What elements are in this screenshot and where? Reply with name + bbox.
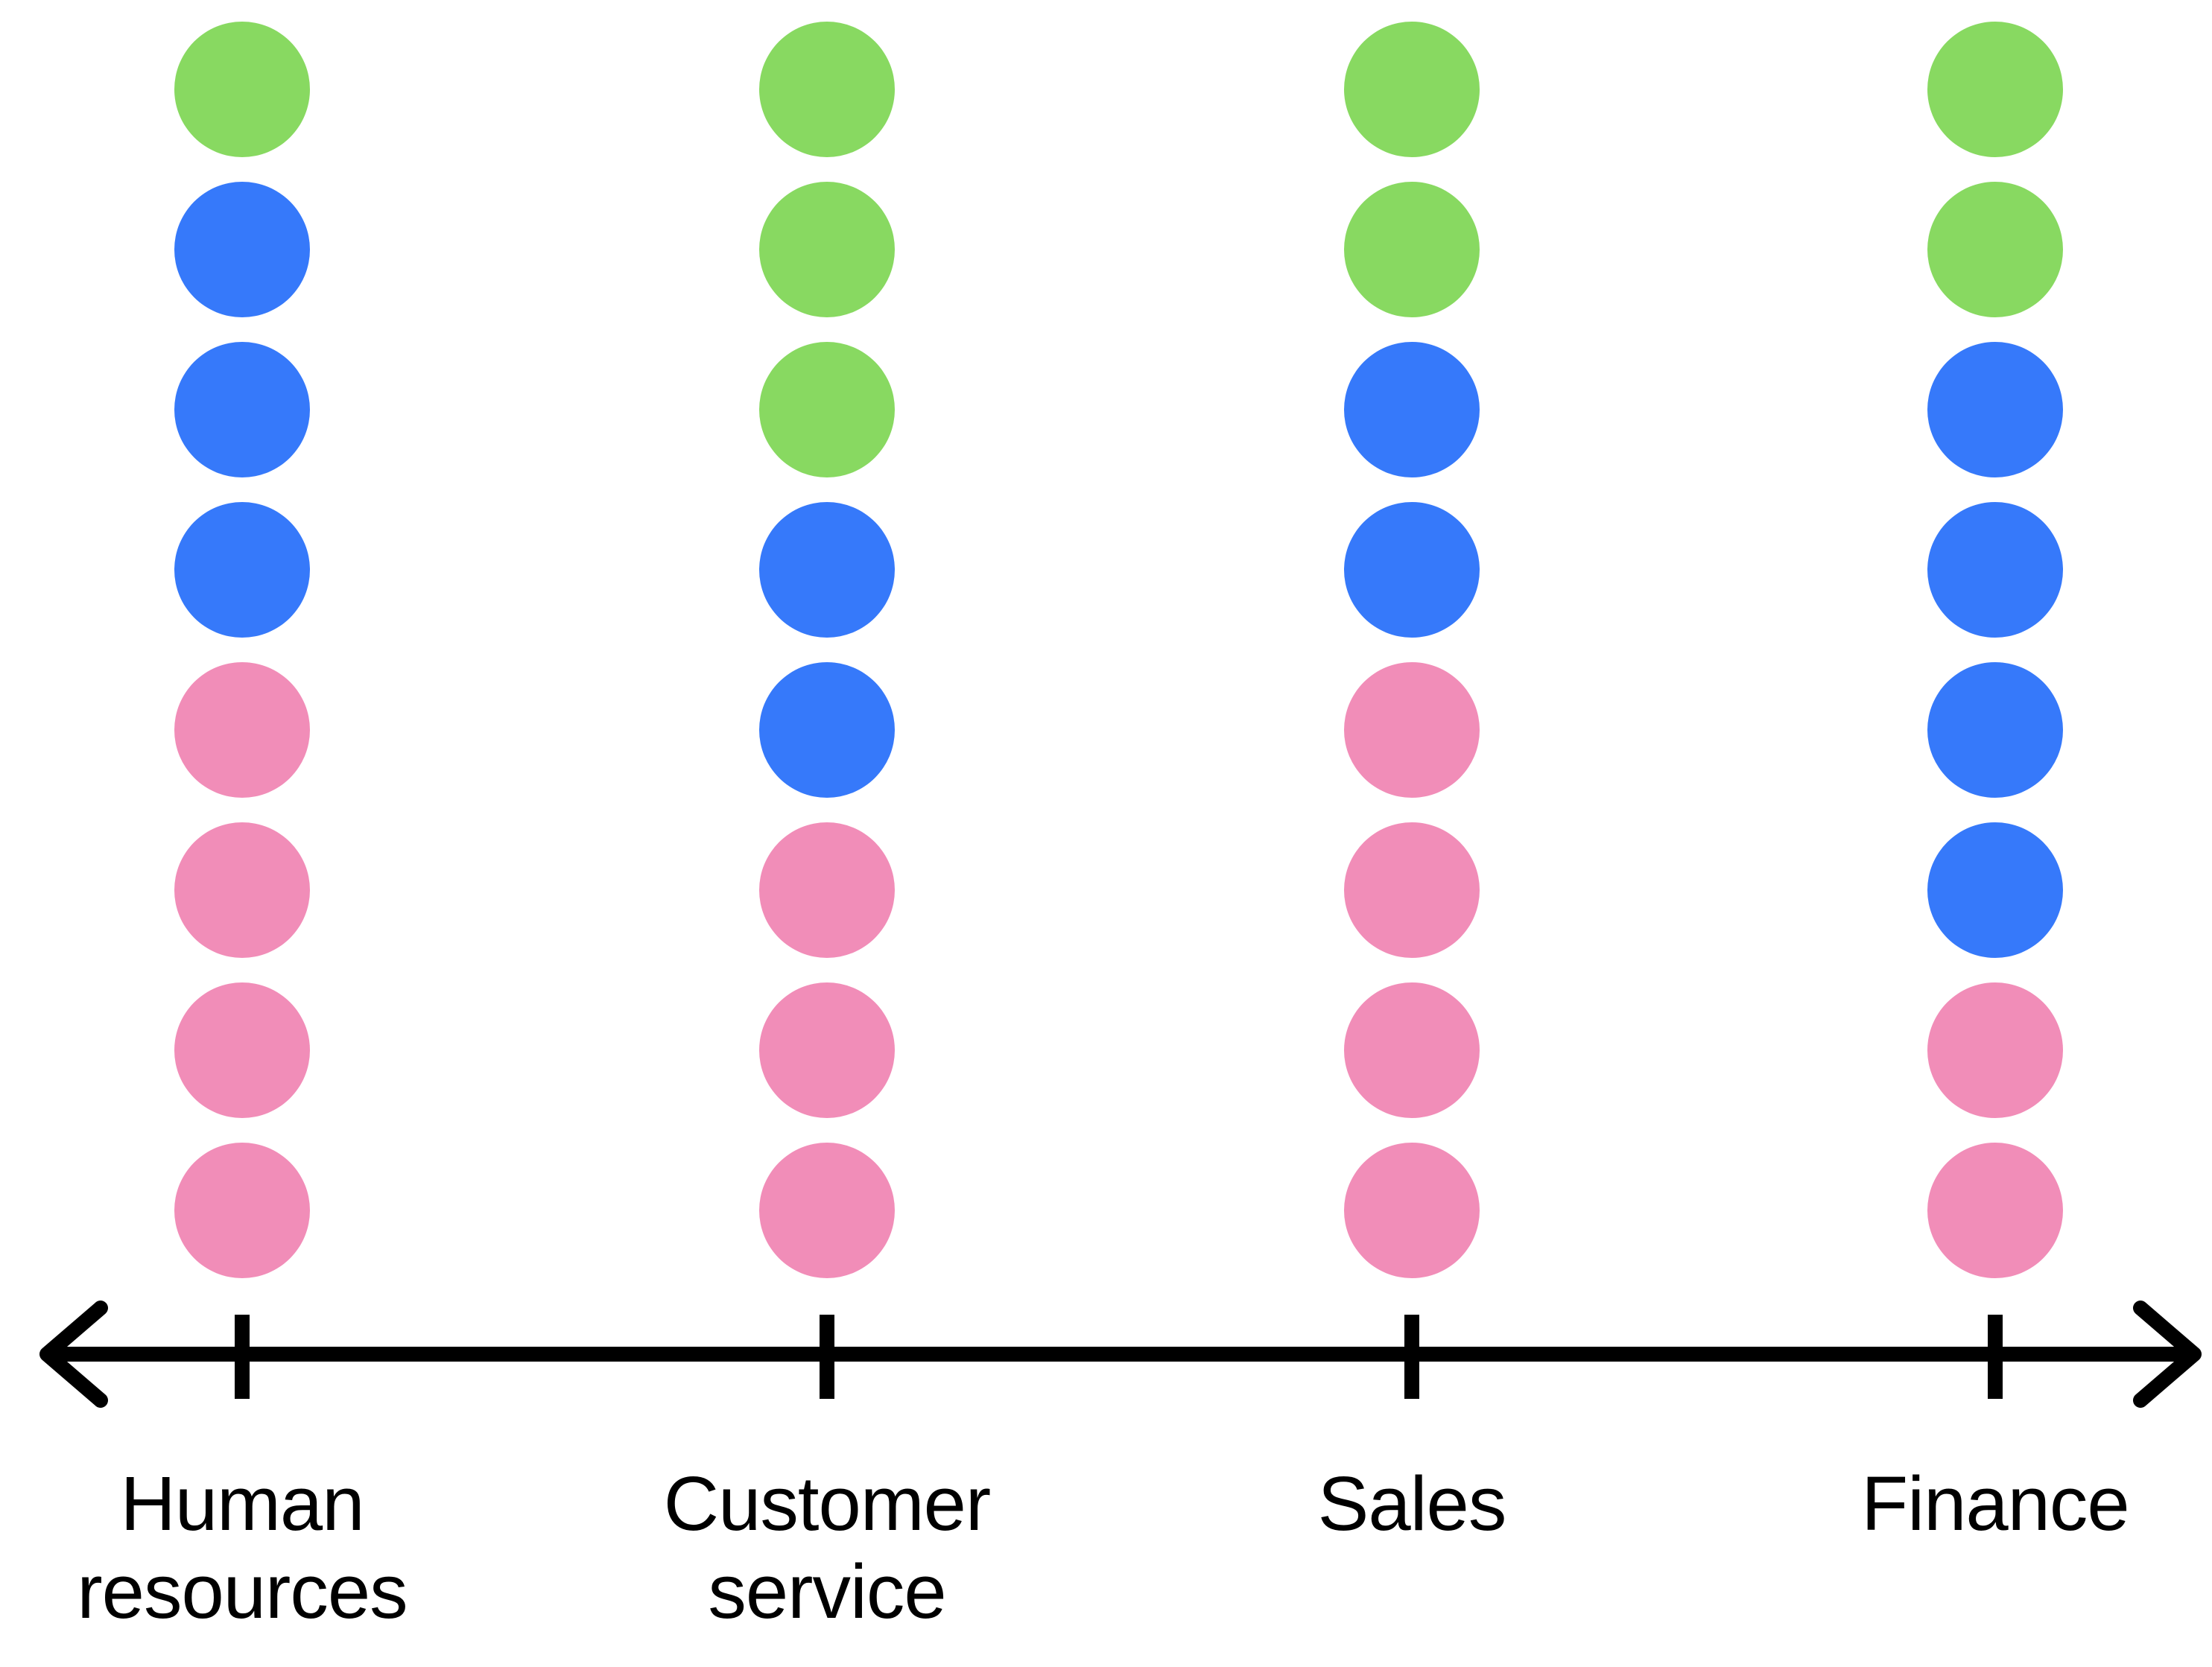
data-dot-blue xyxy=(174,182,310,317)
data-dot-blue xyxy=(1927,502,2063,638)
data-dot-pink xyxy=(1344,822,1480,958)
data-dot-blue xyxy=(174,502,310,638)
data-dot-pink xyxy=(759,982,895,1118)
data-dot-green xyxy=(1344,22,1480,157)
data-dot-blue xyxy=(1344,342,1480,477)
data-dot-green xyxy=(759,182,895,317)
axis-arrow-right-icon xyxy=(2133,1301,2202,1408)
data-dot-pink xyxy=(174,662,310,798)
data-dot-pink xyxy=(1927,1143,2063,1278)
data-dot-pink xyxy=(1344,1143,1480,1278)
axis-label-finance: Finance xyxy=(1861,1461,2129,1546)
data-dot-blue xyxy=(1927,822,2063,958)
data-dot-pink xyxy=(759,1143,895,1278)
data-dot-pink xyxy=(174,1143,310,1278)
data-dot-pink xyxy=(1344,982,1480,1118)
data-dot-blue xyxy=(1927,342,2063,477)
data-dot-pink xyxy=(174,822,310,958)
data-dot-blue xyxy=(174,342,310,477)
data-dot-pink xyxy=(1344,662,1480,798)
data-dot-blue xyxy=(1344,502,1480,638)
data-dot-green xyxy=(759,22,895,157)
data-dot-green xyxy=(1927,22,2063,157)
axis-label-customer-service: Customer service xyxy=(663,1461,991,1634)
data-dot-pink xyxy=(1927,982,2063,1118)
data-dot-pink xyxy=(174,982,310,1118)
data-dot-blue xyxy=(759,502,895,638)
data-dot-pink xyxy=(759,822,895,958)
data-dot-green xyxy=(1927,182,2063,317)
data-dot-green xyxy=(759,342,895,477)
data-dot-blue xyxy=(1927,662,2063,798)
axis-label-human-resources: Human resources xyxy=(77,1461,408,1634)
data-dot-blue xyxy=(759,662,895,798)
axis-group xyxy=(39,1301,2202,1408)
data-dot-green xyxy=(1344,182,1480,317)
axis-label-sales: Sales xyxy=(1317,1461,1507,1546)
data-dot-green xyxy=(174,22,310,157)
axis-arrow-left-icon xyxy=(39,1301,108,1408)
